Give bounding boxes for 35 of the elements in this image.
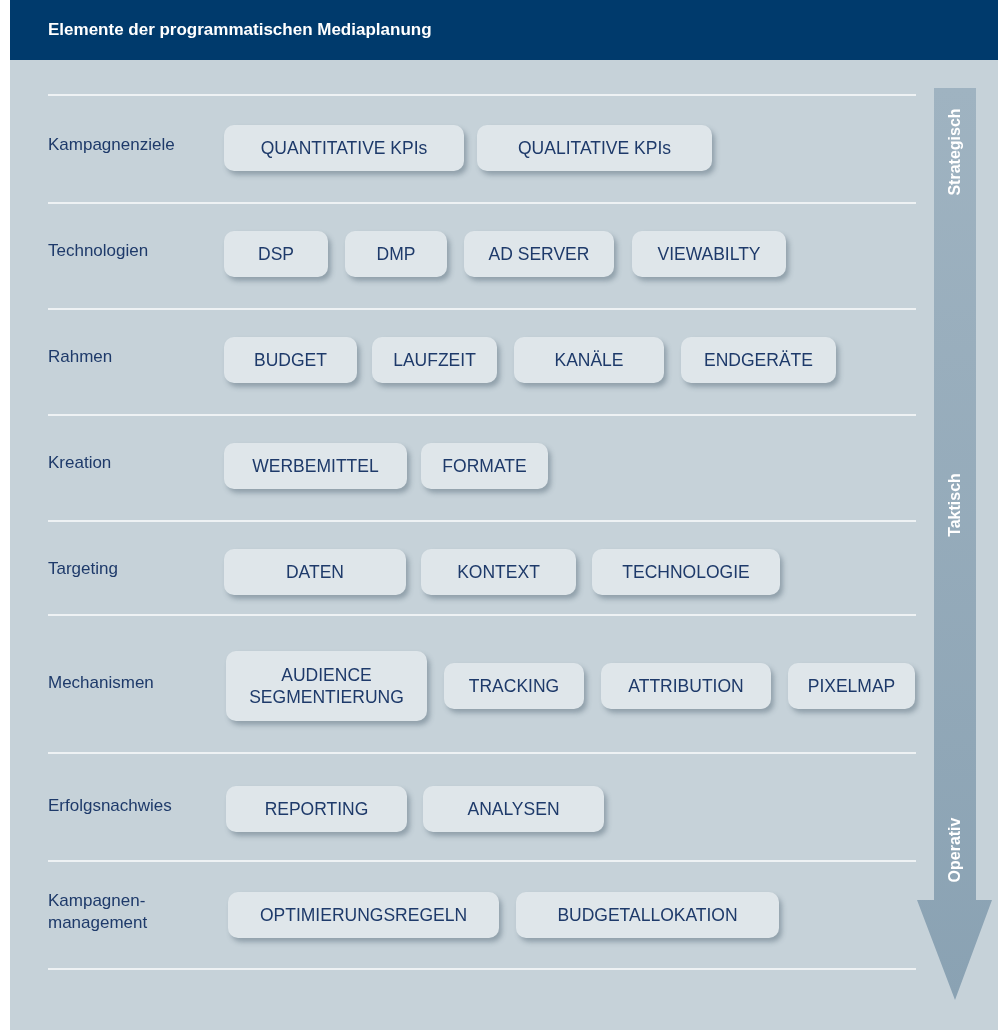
stage-label: Strategisch: [946, 108, 964, 196]
row-label: Rahmen: [48, 346, 114, 368]
element-pill: DMP: [345, 231, 447, 277]
element-pill: QUALITATIVE KPIs: [477, 125, 712, 171]
element-pill: BUDGETALLOKATION: [516, 892, 779, 938]
row-label: Kampagnen- management: [48, 890, 149, 934]
title-bar: Elemente der programmatischen Mediaplanung: [10, 0, 998, 60]
stage-label: Operativ: [946, 817, 964, 883]
row-label: Erfolgsnachwies: [48, 795, 173, 817]
element-pill: LAUFZEIT: [372, 337, 497, 383]
row-label: Targeting: [48, 558, 119, 580]
element-pill: TRACKING: [444, 663, 584, 709]
element-pill: QUANTITATIVE KPIs: [224, 125, 464, 171]
element-pill: WERBEMITTEL: [224, 443, 407, 489]
element-pill: BUDGET: [224, 337, 357, 383]
row-label: Mechanismen: [48, 672, 155, 694]
element-pill: OPTIMIERUNGSREGELN: [228, 892, 499, 938]
element-pill: VIEWABILTY: [632, 231, 786, 277]
element-pill: ANALYSEN: [423, 786, 604, 832]
element-pill: ENDGERÄTE: [681, 337, 836, 383]
element-pill: DSP: [224, 231, 328, 277]
element-pill: TECHNOLOGIE: [592, 549, 780, 595]
element-pill: KONTEXT: [421, 549, 576, 595]
element-pill: REPORTING: [226, 786, 407, 832]
element-pill: AD SERVER: [464, 231, 614, 277]
element-pill: FORMATE: [421, 443, 548, 489]
element-pill: PIXELMAP: [788, 663, 915, 709]
element-pill: DATEN: [224, 549, 406, 595]
row-label: Kampagnenziele: [48, 134, 176, 156]
row-label: Technologien: [48, 240, 150, 262]
stage-label: Taktisch: [946, 473, 964, 537]
element-pill: ATTRIBUTION: [601, 663, 771, 709]
element-pill: KANÄLE: [514, 337, 664, 383]
row-label: Kreation: [48, 452, 113, 474]
element-pill: AUDIENCE SEGMENTIERUNG: [226, 651, 427, 721]
